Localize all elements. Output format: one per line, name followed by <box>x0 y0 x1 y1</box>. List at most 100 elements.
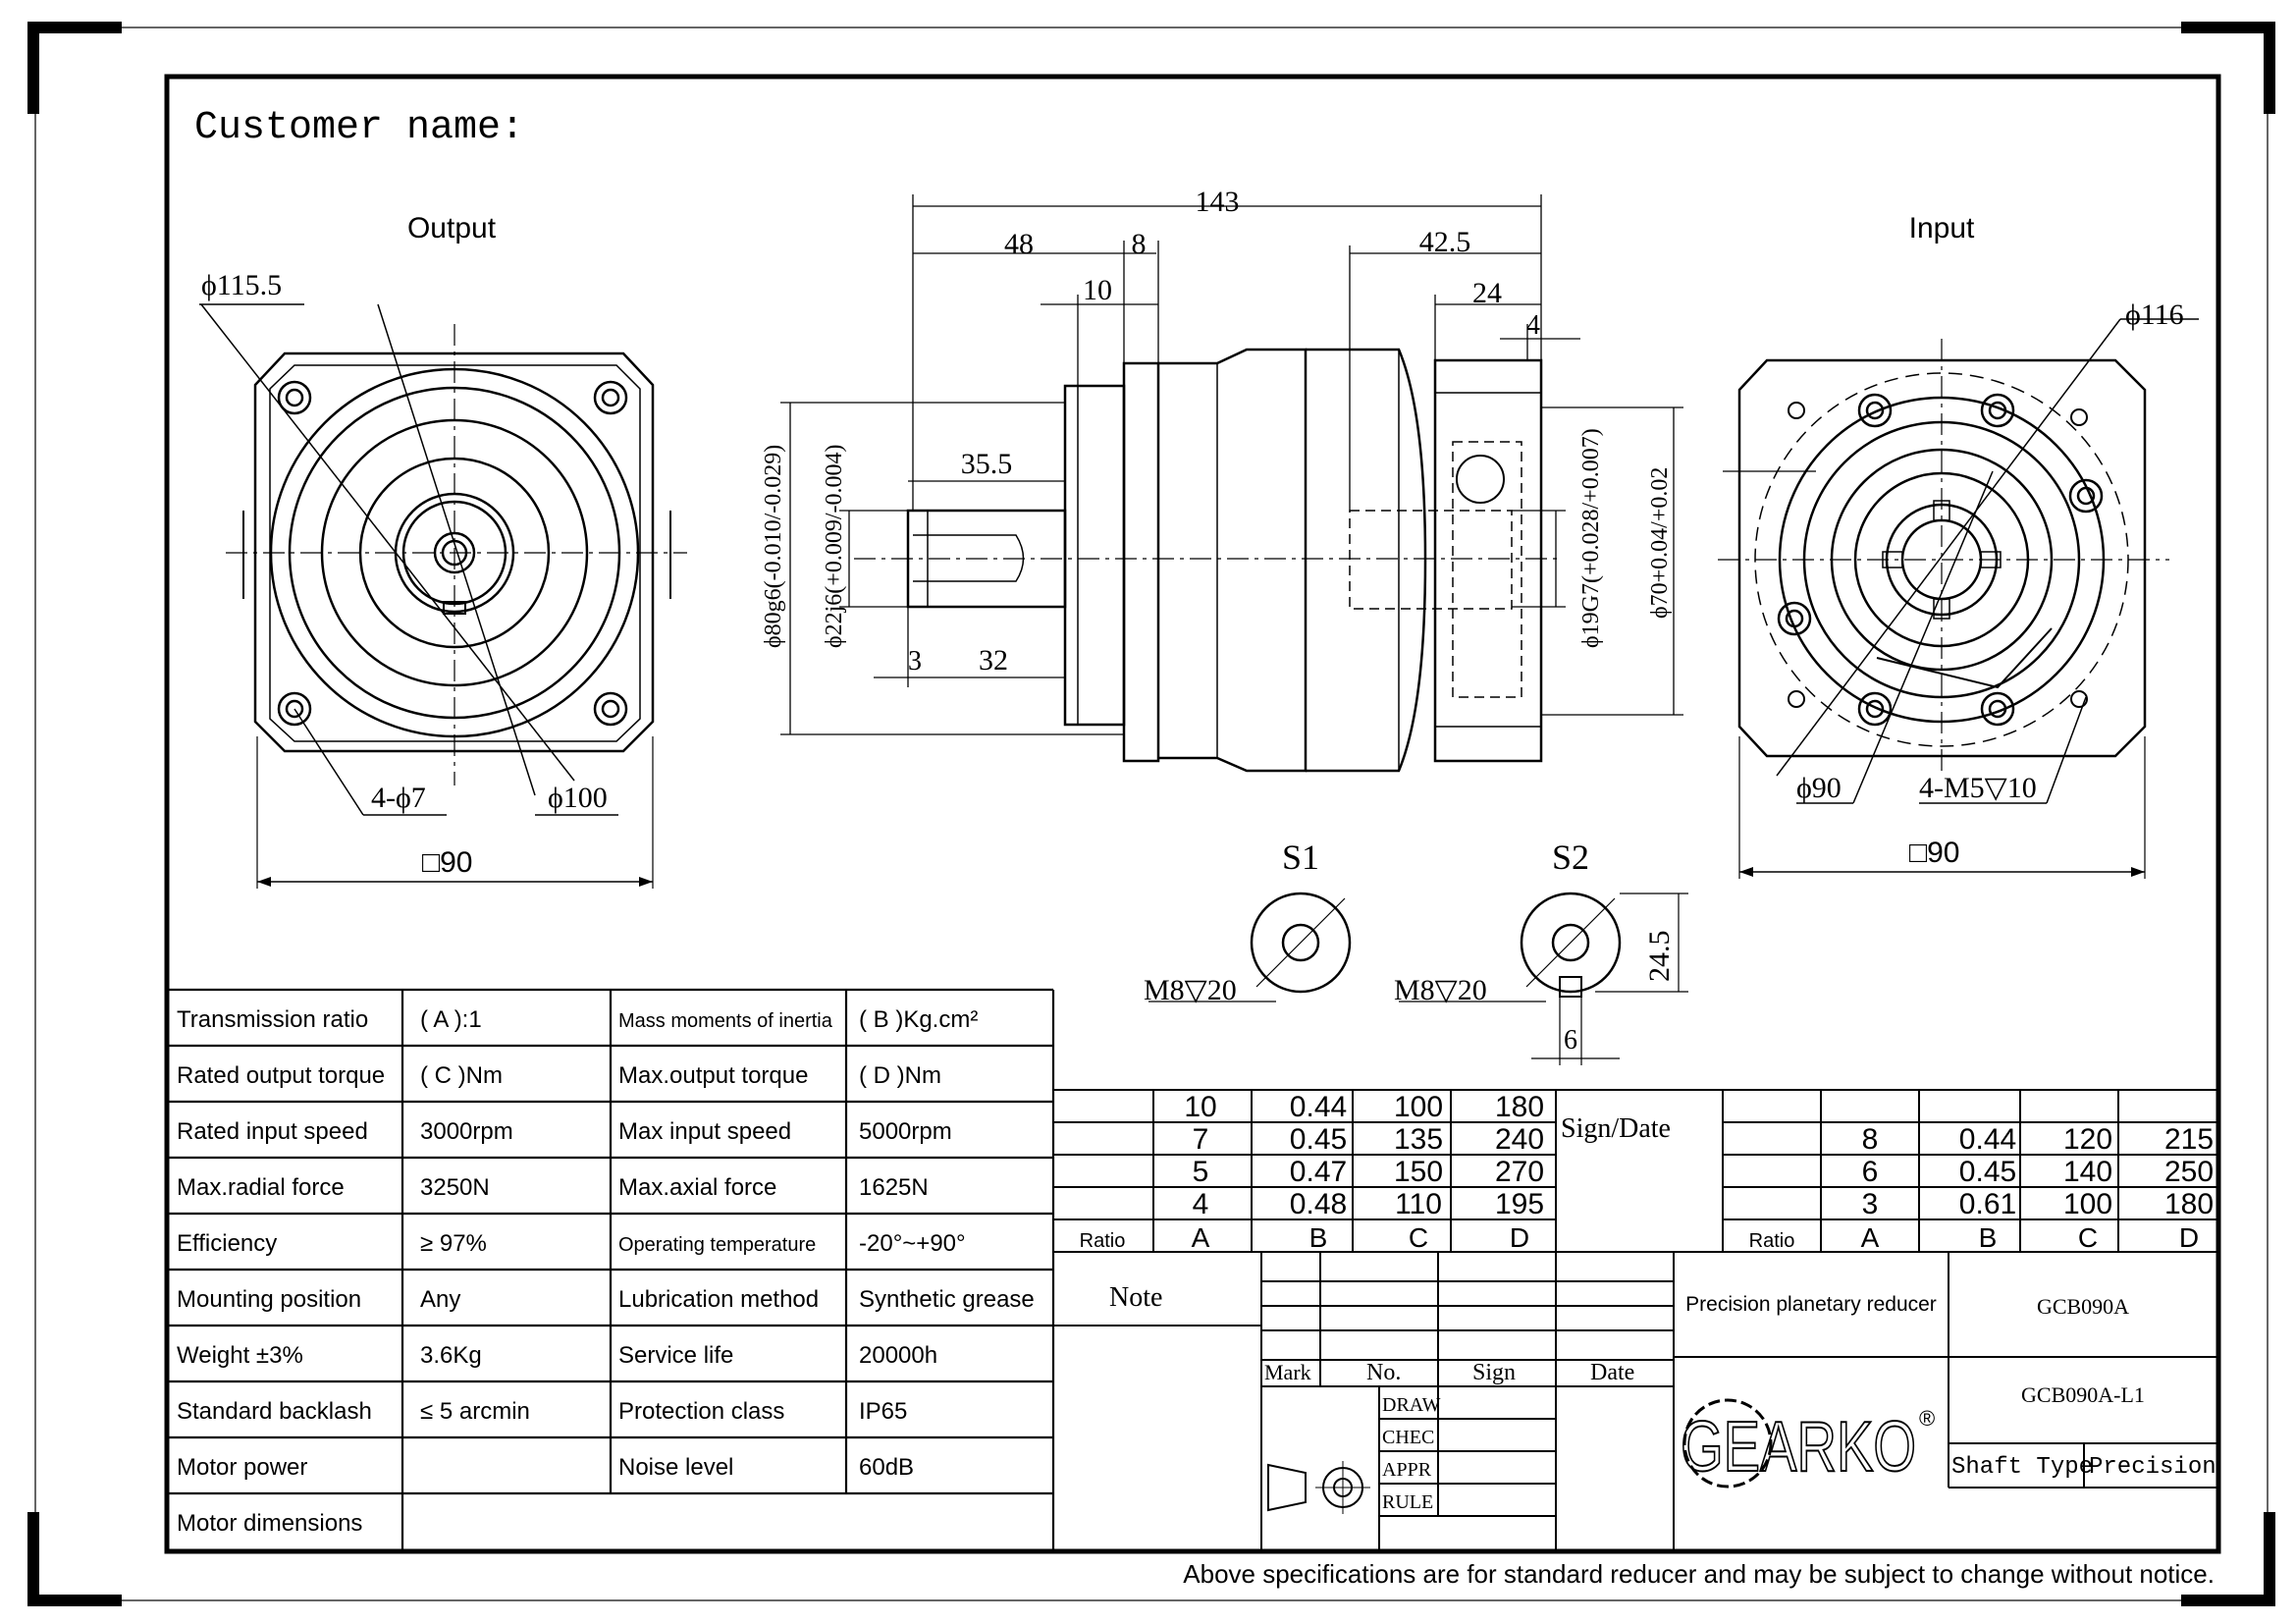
dim-70: ϕ70+0.04/+0.02 <box>1647 467 1673 619</box>
ratio-cell: 195 <box>1495 1188 1544 1220</box>
spec-label: Motor dimensions <box>177 1510 362 1537</box>
spec-label: Operating temperature <box>618 1234 816 1256</box>
spec-label: Lubrication method <box>618 1286 819 1313</box>
input-view: Input <box>1718 212 2199 879</box>
dim-143: 143 <box>1196 186 1240 218</box>
ratio-cell: 8 <box>1862 1123 1879 1156</box>
sign-label: Sign <box>1472 1360 1516 1385</box>
spec-label: Weight ±3% <box>177 1342 303 1369</box>
spec-label: Rated input speed <box>177 1118 368 1145</box>
date-label: Date <box>1590 1360 1634 1385</box>
ratio-footer-label: Ratio <box>1080 1230 1126 1252</box>
spec-value: 60dB <box>859 1454 914 1481</box>
dim-35-5: 35.5 <box>961 448 1013 480</box>
dim-19g7: ϕ19G7(+0.028/+0.007) <box>1578 428 1604 648</box>
dim-22j6: ϕ22j6(+0.009/-0.004) <box>822 445 847 648</box>
ratio-cell: 0.44 <box>1959 1123 2016 1156</box>
ratio-footer-col: D <box>1510 1222 1529 1253</box>
spec-value: ( A ):1 <box>420 1006 482 1033</box>
spec-label: Mass moments of inertia <box>618 1010 833 1032</box>
dim-3: 3 <box>908 646 922 677</box>
ratio-footer-col: A <box>1192 1222 1210 1253</box>
ratio-footer-col: B <box>1309 1222 1328 1253</box>
spec-table-grid <box>169 988 1055 1549</box>
title-block-grid <box>1053 1252 2218 1549</box>
ratio-cell: 120 <box>2063 1123 2112 1156</box>
dim-out-100: ϕ100 <box>548 782 608 814</box>
dim-42-5: 42.5 <box>1419 226 1471 258</box>
spec-value: -20°~+90° <box>859 1230 966 1257</box>
dim-in-m5: 4-M5▽10 <box>1919 772 2037 804</box>
product-name: Precision planetary reducer <box>1685 1293 1937 1316</box>
spec-value: ≥ 97% <box>420 1230 487 1257</box>
dim-32: 32 <box>979 644 1008 677</box>
spec-value: Synthetic grease <box>859 1286 1035 1313</box>
logo-registered: ® <box>1919 1406 1935 1431</box>
spec-value: 3000rpm <box>420 1118 513 1145</box>
spec-value: IP65 <box>859 1398 907 1425</box>
section-s2-title: S2 <box>1552 838 1589 877</box>
ratio-cell: 180 <box>2164 1188 2214 1220</box>
ratio-cell: 6 <box>1862 1156 1879 1188</box>
ratio-cell: 250 <box>2164 1156 2214 1188</box>
ratio-cell: 140 <box>2063 1156 2112 1188</box>
gearko-logo: GEARKO ® <box>1680 1398 1935 1489</box>
spec-label: Service life <box>618 1342 733 1369</box>
shaft-type-label: Shaft Type <box>1951 1454 2093 1481</box>
ratio-cell: 150 <box>1394 1156 1443 1188</box>
dim-80g6: ϕ80g6(-0.010/-0.029) <box>761 445 786 648</box>
ratio-grid-left <box>1053 1089 2218 1253</box>
model-variant-label: GCB090A-L1 <box>2021 1382 2145 1407</box>
chec-label: CHEC <box>1382 1427 1434 1448</box>
precision-label: Precision <box>2089 1454 2216 1481</box>
spec-label: Transmission ratio <box>177 1006 368 1033</box>
spec-table: Transmission ratio ( A ):1 Mass moments of… <box>177 1006 1035 1537</box>
section-s1: S1 <box>1148 838 1352 1002</box>
no-label: No. <box>1366 1360 1401 1385</box>
spec-value: Any <box>420 1286 460 1313</box>
spec-label: Protection class <box>618 1398 784 1425</box>
spec-label: Max.radial force <box>177 1174 345 1201</box>
section-s1-title: S1 <box>1282 838 1319 877</box>
ratio-cell: 0.45 <box>1290 1123 1347 1156</box>
draw-label: DRAW <box>1382 1394 1441 1416</box>
spec-label: Motor power <box>177 1454 307 1481</box>
projection-symbol-icon <box>1267 1461 1370 1514</box>
spec-value: 3.6Kg <box>420 1342 482 1369</box>
spec-label: Mounting position <box>177 1286 361 1313</box>
spec-label: Rated output torque <box>177 1062 385 1089</box>
spec-label: Max.axial force <box>618 1174 776 1201</box>
s1-thread: M8▽20 <box>1144 974 1237 1006</box>
s2-thread: M8▽20 <box>1394 974 1487 1006</box>
dim-in-90: ϕ90 <box>1796 772 1842 804</box>
footer-note: Above specifications are for standard re… <box>1183 1559 2215 1589</box>
dim-48: 48 <box>1004 228 1034 260</box>
ratio-footer-col: C <box>2078 1222 2098 1253</box>
ratio-cell: 270 <box>1495 1156 1544 1188</box>
s2-dim-24-5: 24.5 <box>1643 931 1676 983</box>
spec-value: ( C )Nm <box>420 1062 503 1089</box>
corner-marks <box>27 22 2275 1606</box>
dim-in-square90: □90 <box>1909 837 1960 869</box>
ratio-cell: 4 <box>1193 1188 1209 1220</box>
spec-value: 1625N <box>859 1174 929 1201</box>
s2-dim-6: 6 <box>1564 1025 1577 1056</box>
dim-in-116: ϕ116 <box>2125 298 2184 331</box>
dim-10: 10 <box>1083 274 1112 306</box>
ratio-cell: 135 <box>1394 1123 1443 1156</box>
ratio-cell: 3 <box>1862 1188 1879 1220</box>
spec-label: Max.output torque <box>618 1062 808 1089</box>
ratio-footer-col: C <box>1409 1222 1428 1253</box>
sign-date-label: Sign/Date <box>1561 1113 1671 1144</box>
ratio-footer-col: A <box>1861 1222 1880 1253</box>
spec-value: ( D )Nm <box>859 1062 941 1089</box>
input-title: Input <box>1909 212 1975 244</box>
output-title: Output <box>407 212 497 244</box>
ratio-cell: 240 <box>1495 1123 1544 1156</box>
outer-frame <box>34 27 2269 1601</box>
spec-label: Efficiency <box>177 1230 277 1257</box>
customer-name-label: Customer name: <box>194 106 524 150</box>
